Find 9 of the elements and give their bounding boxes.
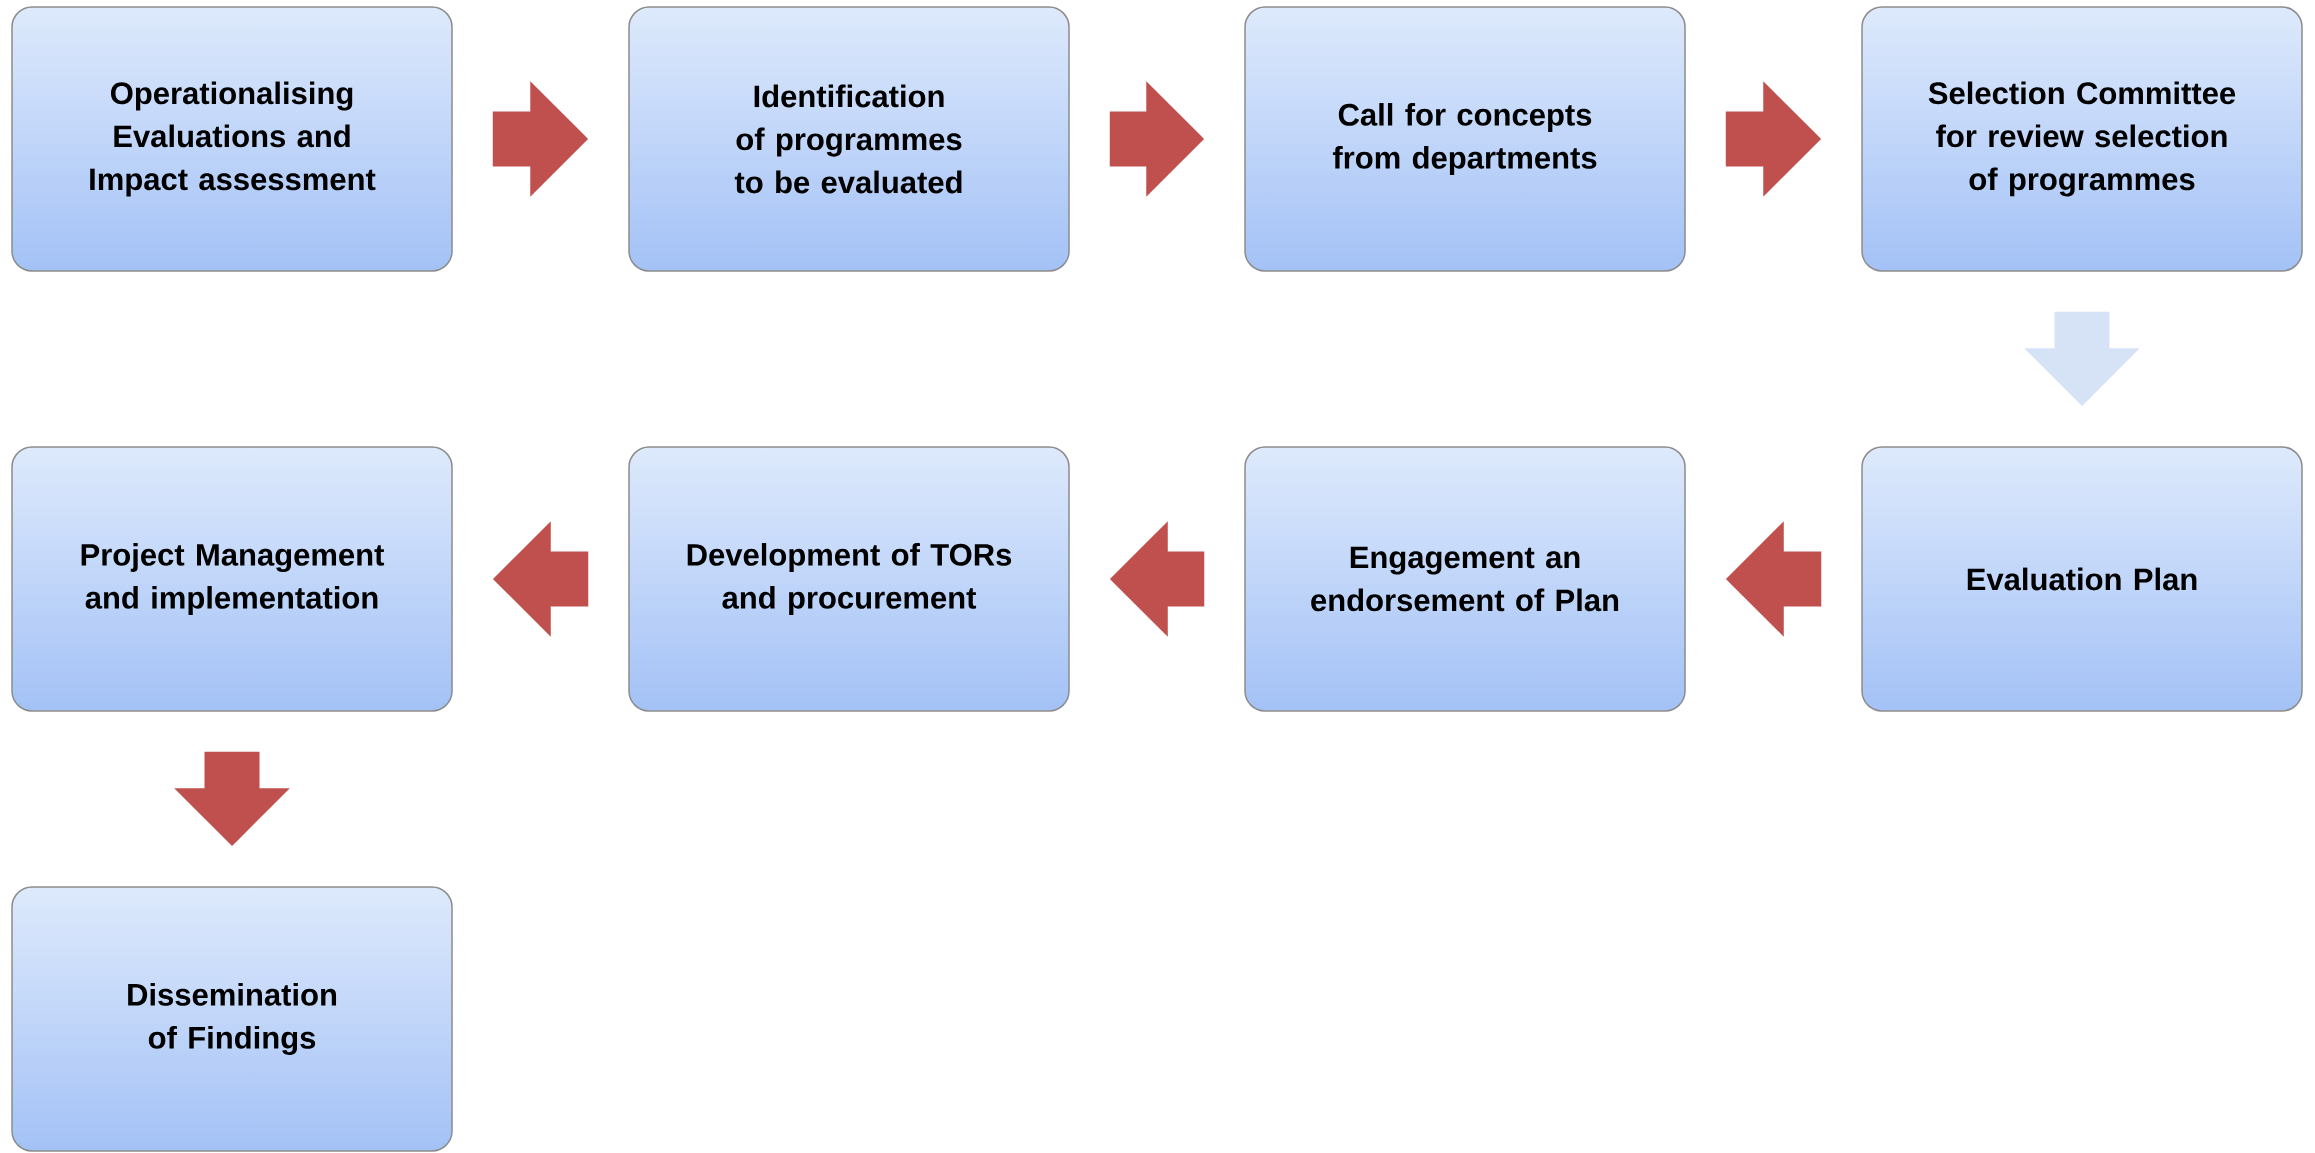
process-box: Development of TORs and procurement — [628, 446, 1070, 712]
process-box: Operationalising Evaluations and Impact assessment — [11, 6, 453, 272]
process-box: Dissemination of Findings — [11, 886, 453, 1152]
process-box: Selection Committee for review selection of programmes — [1861, 6, 2303, 272]
process-box: Identification of programmes to be evaluated — [628, 6, 1070, 272]
process-box: Project Management and implementation — [11, 446, 453, 712]
process-box: Engagement an endorsement of Plan — [1244, 446, 1686, 712]
process-box: Evaluation Plan — [1861, 446, 2303, 712]
process-box: Call for concepts from departments — [1244, 6, 1686, 272]
